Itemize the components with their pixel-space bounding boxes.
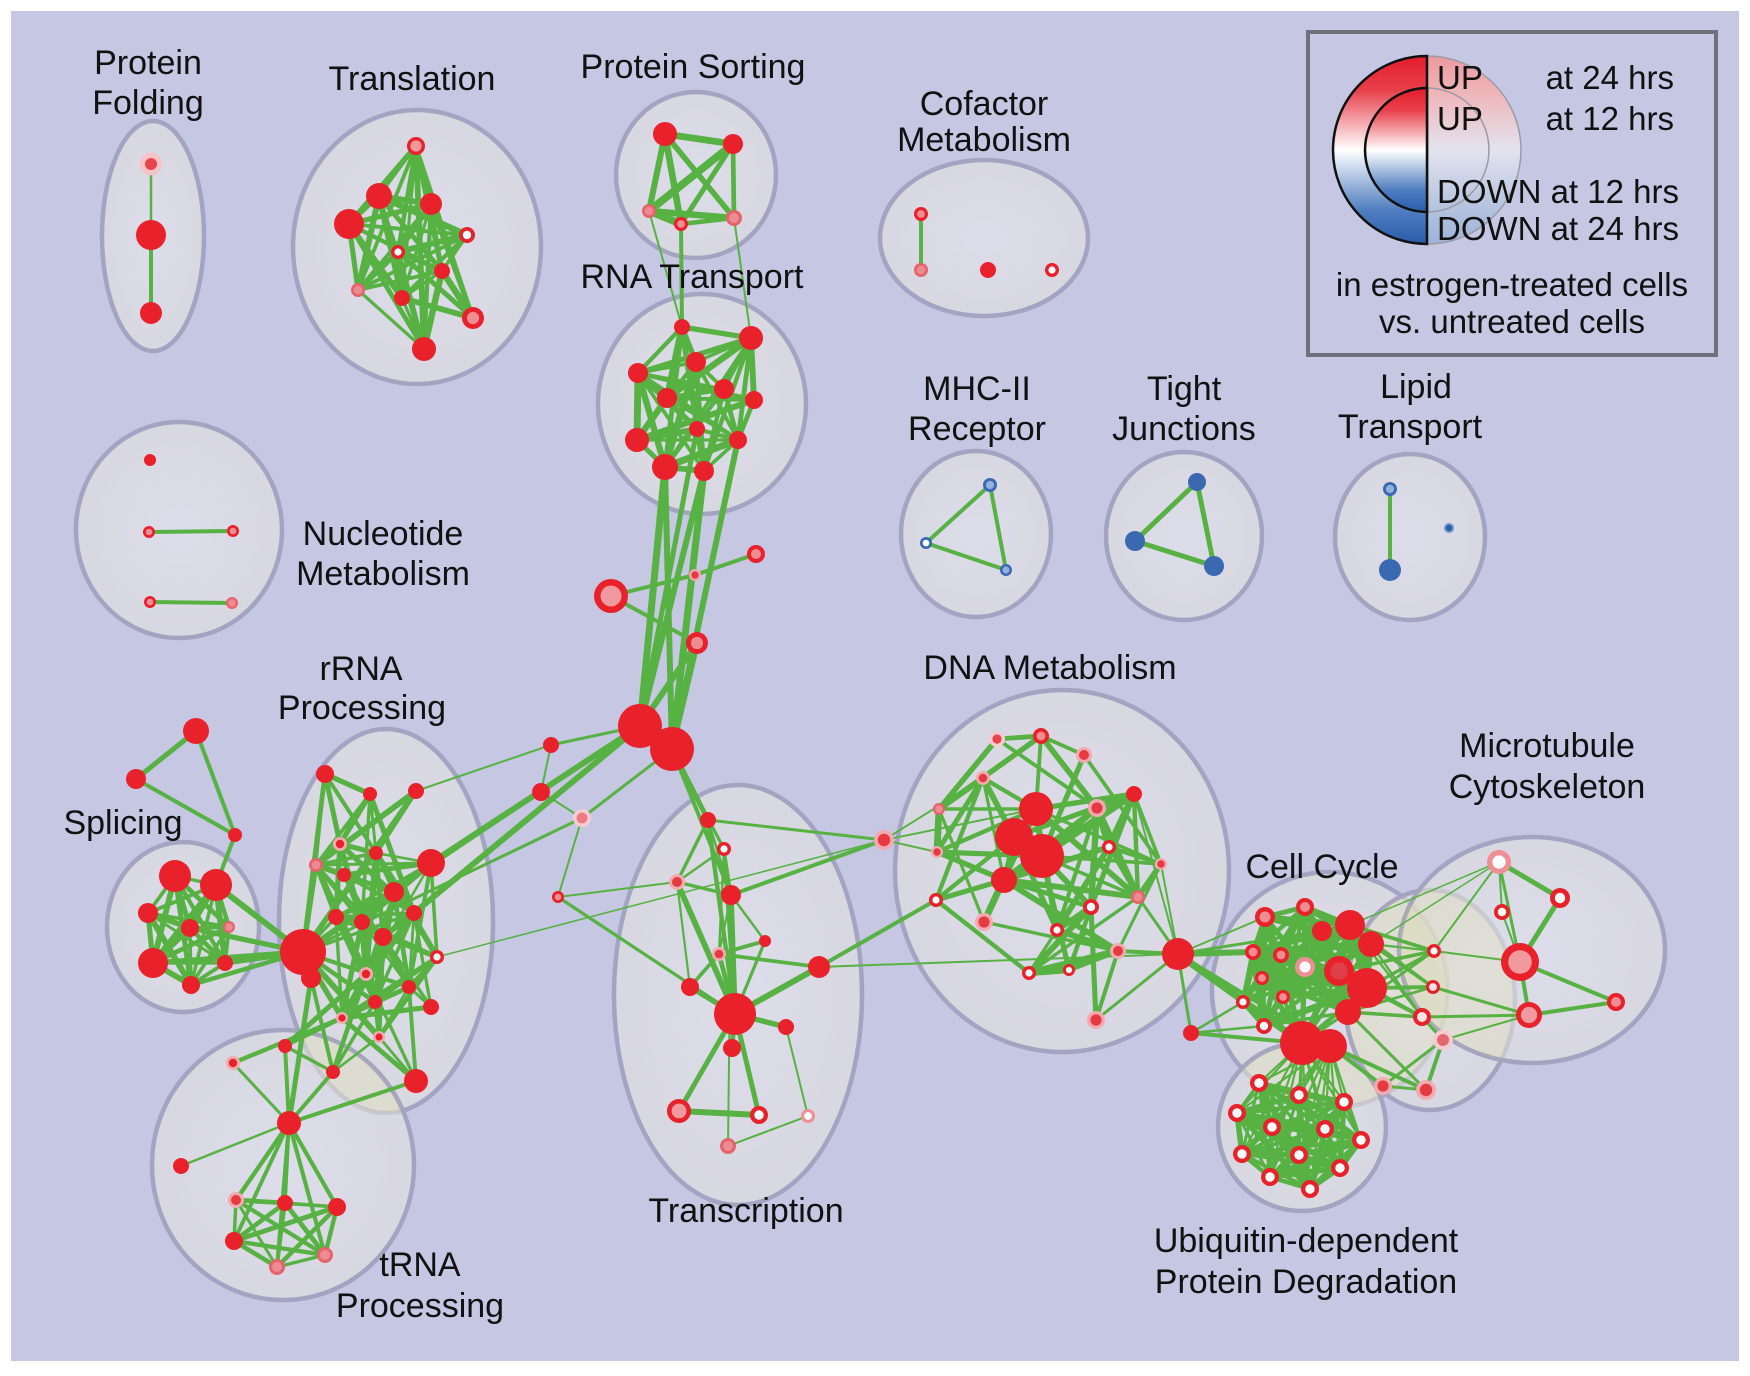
- svg-text:UP: UP: [1437, 100, 1483, 137]
- svg-text:Cofactor: Cofactor: [920, 85, 1049, 123]
- svg-text:at 12 hrs: at 12 hrs: [1546, 100, 1674, 137]
- svg-text:at 24 hrs: at 24 hrs: [1551, 210, 1679, 247]
- svg-text:Processing: Processing: [278, 689, 446, 727]
- svg-text:Splicing: Splicing: [63, 804, 182, 842]
- svg-text:Protein Degradation: Protein Degradation: [1155, 1263, 1457, 1301]
- svg-text:Nucleotide: Nucleotide: [303, 515, 464, 553]
- svg-text:Folding: Folding: [92, 84, 204, 122]
- svg-text:Cytoskeleton: Cytoskeleton: [1449, 768, 1646, 806]
- svg-text:DOWN: DOWN: [1437, 173, 1541, 210]
- svg-text:Junctions: Junctions: [1112, 410, 1256, 448]
- svg-text:Transport: Transport: [1338, 408, 1483, 446]
- svg-text:UP: UP: [1437, 59, 1483, 96]
- svg-text:Processing: Processing: [336, 1287, 504, 1325]
- svg-text:Lipid: Lipid: [1380, 368, 1452, 406]
- svg-text:Microtubule: Microtubule: [1459, 727, 1635, 765]
- svg-text:RNA Transport: RNA Transport: [581, 258, 805, 296]
- svg-text:DOWN: DOWN: [1437, 210, 1541, 247]
- svg-text:Receptor: Receptor: [908, 410, 1046, 448]
- svg-text:Translation: Translation: [329, 60, 496, 98]
- svg-text:DNA Metabolism: DNA Metabolism: [923, 649, 1176, 687]
- svg-text:vs. untreated cells: vs. untreated cells: [1379, 303, 1645, 340]
- svg-text:at 24 hrs: at 24 hrs: [1546, 59, 1674, 96]
- svg-text:Transcription: Transcription: [648, 1192, 843, 1230]
- svg-text:in estrogen-treated cells: in estrogen-treated cells: [1336, 266, 1688, 303]
- svg-text:Metabolism: Metabolism: [296, 555, 470, 593]
- svg-text:tRNA: tRNA: [379, 1246, 461, 1284]
- svg-text:rRNA: rRNA: [319, 650, 402, 688]
- svg-text:Metabolism: Metabolism: [897, 121, 1071, 159]
- svg-text:Protein Sorting: Protein Sorting: [581, 48, 806, 86]
- svg-text:Protein: Protein: [94, 44, 202, 82]
- svg-text:at 12 hrs: at 12 hrs: [1551, 173, 1679, 210]
- svg-text:Tight: Tight: [1147, 370, 1222, 408]
- svg-text:Ubiquitin-dependent: Ubiquitin-dependent: [1154, 1222, 1459, 1260]
- svg-text:Cell Cycle: Cell Cycle: [1245, 848, 1398, 886]
- svg-text:MHC-II: MHC-II: [923, 370, 1031, 408]
